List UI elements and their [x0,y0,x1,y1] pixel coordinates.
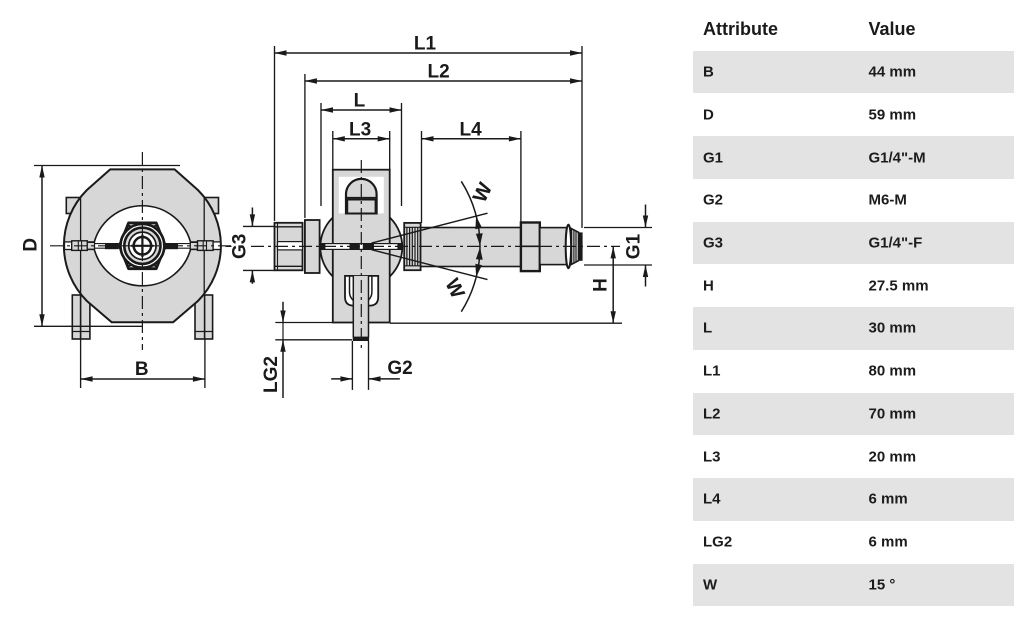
svg-text:L3: L3 [349,119,371,140]
svg-text:H: H [591,278,612,292]
svg-text:L: L [354,91,366,112]
svg-text:W: W [440,275,468,302]
svg-text:L4: L4 [460,119,483,140]
svg-text:G2: G2 [387,358,412,379]
svg-text:W: W [469,179,497,206]
svg-text:G1: G1 [624,233,645,259]
svg-text:LG2: LG2 [261,356,282,393]
svg-text:L1: L1 [414,34,437,55]
svg-text:B: B [135,359,149,380]
svg-text:G3: G3 [230,234,251,259]
svg-text:D: D [21,238,42,252]
svg-text:L2: L2 [428,62,450,83]
